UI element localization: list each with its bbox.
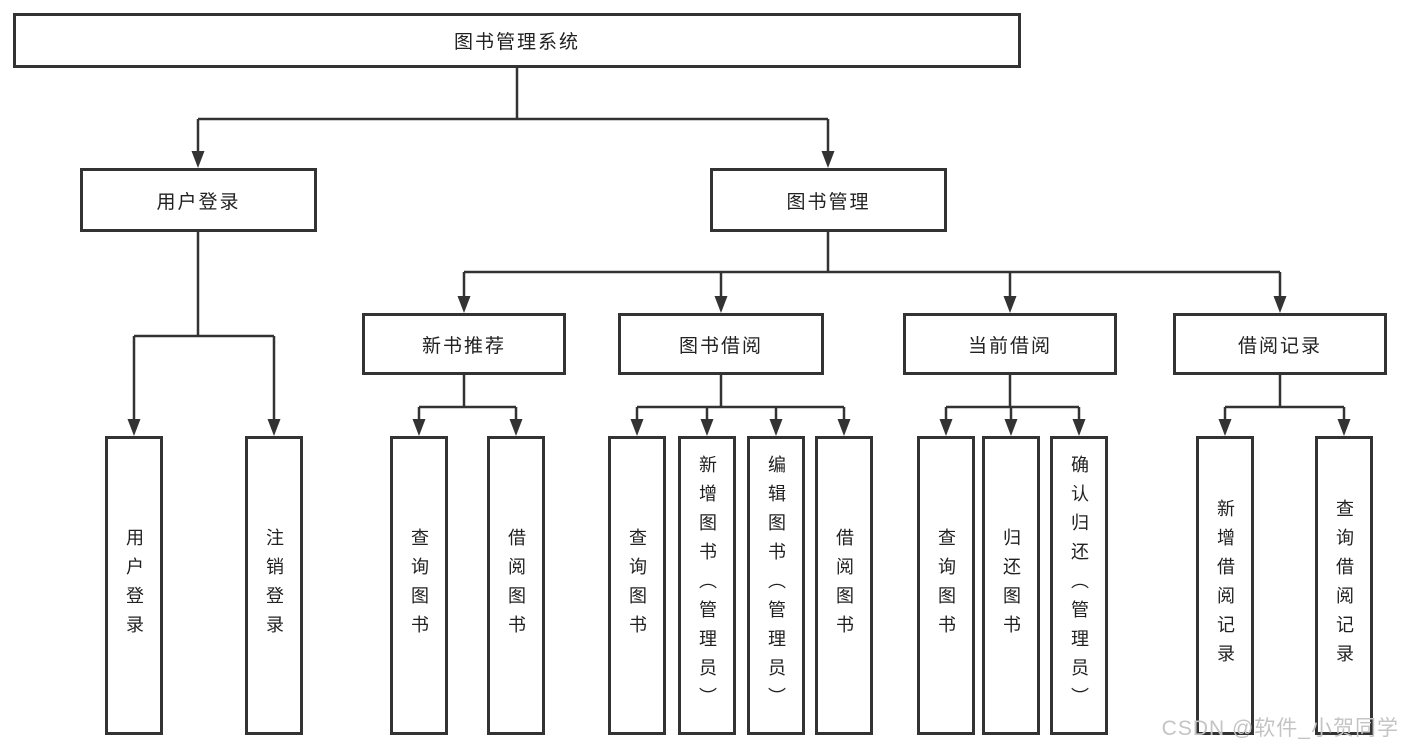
node-book-management: 图书管理 [710,168,947,232]
leaf-add-borrow-record: 新增借阅记录 [1196,436,1254,735]
leaf-borrow-books-recommend: 借阅图书 [487,436,545,735]
leaf-label: 确认归还（管理员） [1069,455,1089,716]
watermark: CSDN @软件_小贺同学 [1161,717,1399,740]
leaf-label: 借阅图书 [506,527,526,644]
leaf-query-books-borrow: 查询图书 [608,436,666,735]
node-root: 图书管理系统 [13,13,1021,68]
leaf-label: 新增借阅记录 [1215,498,1235,673]
leaf-edit-book-admin: 编辑图书（管理员） [747,436,805,735]
leaf-logout: 注销登录 [245,436,303,735]
leaf-label: 编辑图书（管理员） [766,455,786,716]
node-current-borrow: 当前借阅 [903,313,1117,375]
leaf-query-borrow-record: 查询借阅记录 [1315,436,1373,735]
node-new-book-recommend: 新书推荐 [362,313,566,375]
leaf-add-book-admin: 新增图书（管理员） [678,436,736,735]
leaf-label: 查询图书 [627,527,647,644]
leaf-label: 查询图书 [936,527,956,644]
node-borrow-records: 借阅记录 [1173,313,1387,375]
leaf-user-login: 用户登录 [105,436,163,735]
node-user-login: 用户登录 [80,168,317,232]
leaf-query-books-current: 查询图书 [917,436,975,735]
leaf-label: 查询借阅记录 [1334,498,1354,673]
leaf-return-books: 归还图书 [982,436,1040,735]
leaf-label: 查询图书 [409,527,429,644]
node-book-borrow: 图书借阅 [618,313,824,375]
leaf-confirm-return-admin: 确认归还（管理员） [1050,436,1108,735]
leaf-label: 新增图书（管理员） [697,455,717,716]
leaf-label: 注销登录 [264,527,284,644]
leaf-label: 归还图书 [1001,527,1021,644]
leaf-borrow-books: 借阅图书 [815,436,873,735]
leaf-query-books-recommend: 查询图书 [390,436,448,735]
leaf-label: 借阅图书 [834,527,854,644]
leaf-label: 用户登录 [124,527,144,644]
